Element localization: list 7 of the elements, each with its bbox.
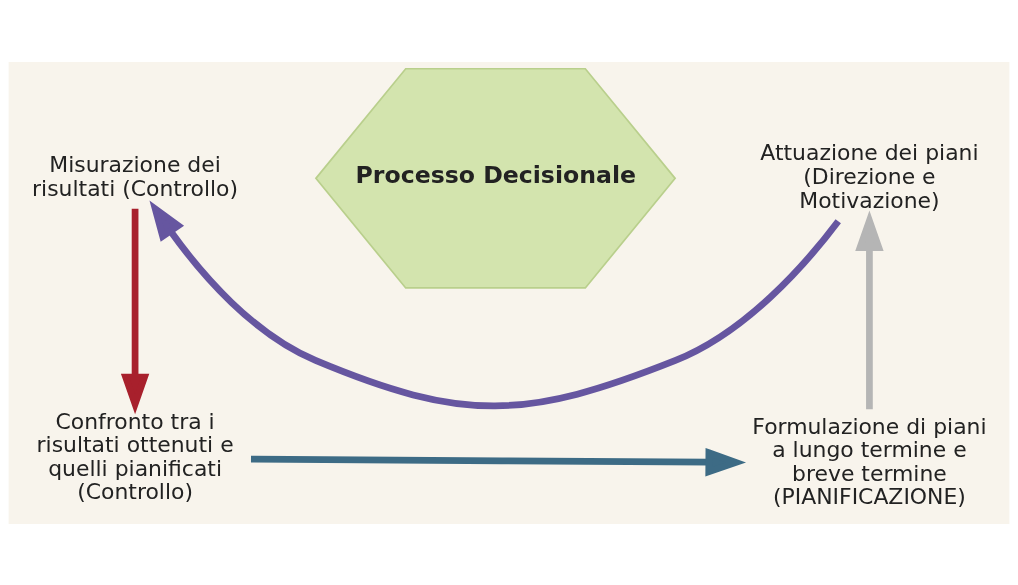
node-text: Confronto tra i risultati ottenuti e quelli pianificati (Controllo)	[36, 408, 234, 504]
node-text: Formulazione di piani a lungo termine e breve termine (PIANIFICAZIONE)	[752, 413, 987, 509]
arrow	[250, 447, 746, 476]
node-text: Misurazione dei risultati (Controllo)	[32, 151, 239, 201]
node-text: Attuazione dei piani (Direzione e Motivazione)	[760, 139, 979, 213]
arrow	[149, 199, 841, 409]
arrow	[855, 210, 884, 409]
